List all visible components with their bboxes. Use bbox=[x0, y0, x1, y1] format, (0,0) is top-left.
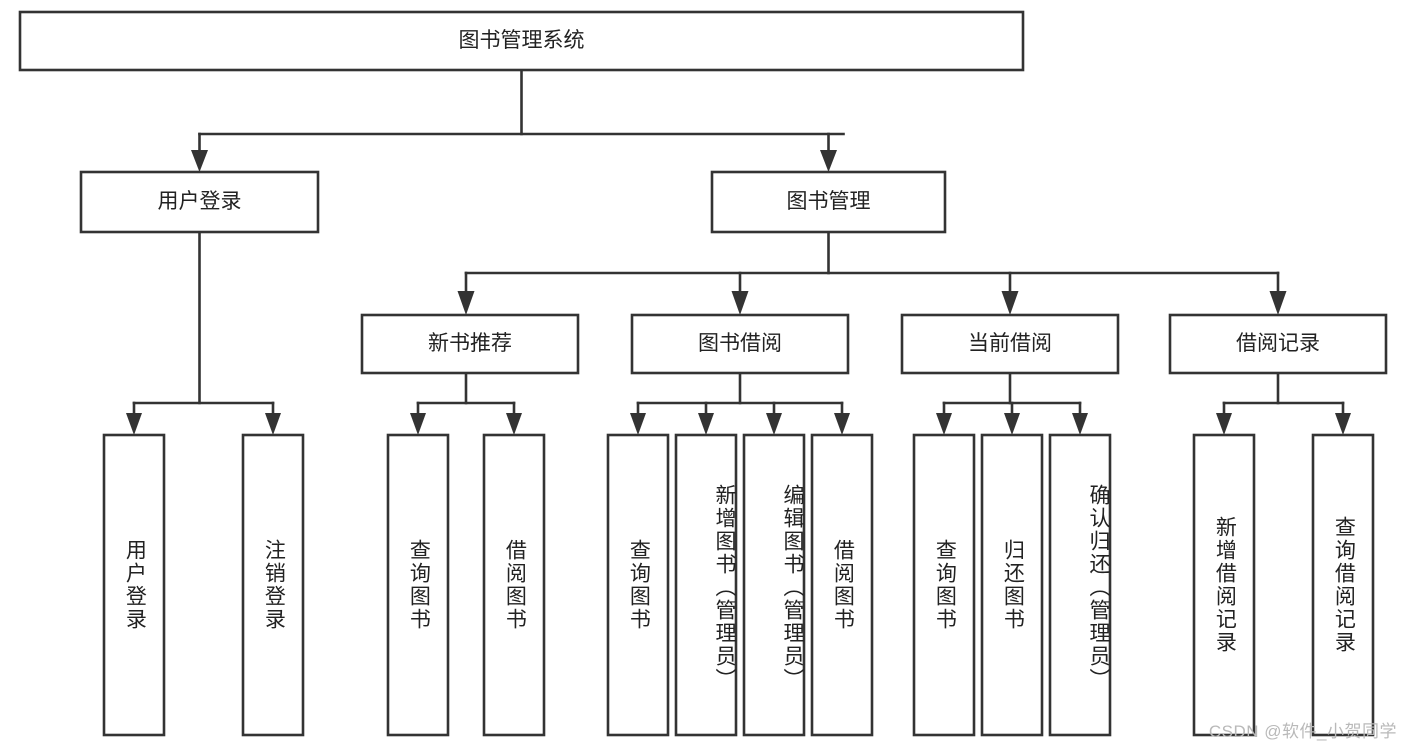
arrowhead-leaf-query-borrow-record bbox=[1335, 413, 1351, 435]
node-box-leaf-logout[interactable] bbox=[241, 433, 305, 737]
node-box-leaf-return-book[interactable] bbox=[980, 433, 1044, 737]
node-box-leaf-borrow-book[interactable] bbox=[810, 433, 874, 737]
connector-layer bbox=[126, 68, 1351, 435]
arrowhead-leaf-confirm-return bbox=[1072, 413, 1088, 435]
node-box-current-borrow[interactable] bbox=[900, 313, 1120, 375]
node-box-book-manage[interactable] bbox=[710, 170, 947, 234]
node-box-layer bbox=[18, 10, 1388, 737]
csdn-watermark: CSDN @软件_小贺同学 bbox=[1208, 722, 1397, 741]
arrowhead-leaf-return-book bbox=[1004, 413, 1020, 435]
node-box-leaf-user-login[interactable] bbox=[102, 433, 166, 737]
arrowhead-leaf-user-login bbox=[126, 413, 142, 435]
node-box-new-book-recommend[interactable] bbox=[360, 313, 580, 375]
arrowhead-book-manage bbox=[820, 150, 837, 172]
arrowhead-leaf-edit-book bbox=[766, 413, 782, 435]
node-box-leaf-edit-book[interactable] bbox=[742, 433, 806, 737]
node-box-leaf-borrow-book-recommend[interactable] bbox=[482, 433, 546, 737]
arrowhead-leaf-borrow-book bbox=[834, 413, 850, 435]
arrowhead-leaf-query-book-current bbox=[936, 413, 952, 435]
arrowhead-leaf-query-book-recommend bbox=[410, 413, 426, 435]
arrowhead-current-borrow bbox=[1001, 291, 1019, 315]
arrowhead-book-borrow bbox=[731, 291, 749, 315]
node-box-leaf-query-book-recommend[interactable] bbox=[386, 433, 450, 737]
node-box-book-borrow[interactable] bbox=[630, 313, 850, 375]
arrowhead-leaf-logout bbox=[265, 413, 281, 435]
node-box-user-login[interactable] bbox=[79, 170, 320, 234]
node-box-borrow-record[interactable] bbox=[1168, 313, 1388, 375]
node-box-leaf-confirm-return[interactable] bbox=[1048, 433, 1112, 737]
arrowhead-leaf-add-borrow-record bbox=[1216, 413, 1232, 435]
arrowhead-leaf-query-book-borrow bbox=[630, 413, 646, 435]
node-box-leaf-query-book-borrow[interactable] bbox=[606, 433, 670, 737]
arrowhead-leaf-borrow-book-recommend bbox=[506, 413, 522, 435]
arrowhead-borrow-record bbox=[1269, 291, 1287, 315]
node-box-leaf-add-book[interactable] bbox=[674, 433, 738, 737]
node-box-root[interactable] bbox=[18, 10, 1025, 72]
node-box-leaf-add-borrow-record[interactable] bbox=[1192, 433, 1256, 737]
arrowhead-user-login bbox=[191, 150, 208, 172]
arrowhead-leaf-add-book bbox=[698, 413, 714, 435]
node-box-leaf-query-borrow-record[interactable] bbox=[1311, 433, 1375, 737]
arrowhead-new-book-recommend bbox=[457, 291, 475, 315]
node-box-leaf-query-book-current[interactable] bbox=[912, 433, 976, 737]
